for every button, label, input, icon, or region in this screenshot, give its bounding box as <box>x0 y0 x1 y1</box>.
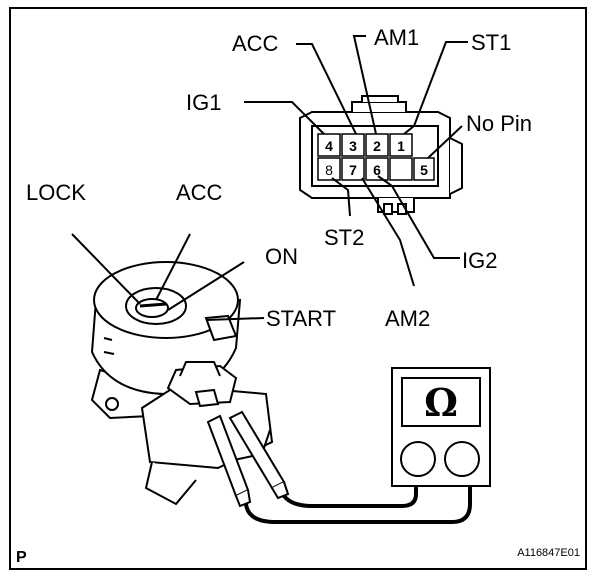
pin-7: 7 <box>349 162 357 178</box>
ohmmeter <box>391 367 491 487</box>
pin-1: 1 <box>397 138 405 154</box>
label-on: ON <box>265 244 298 269</box>
label-am1: AM1 <box>374 25 419 50</box>
label-st2: ST2 <box>324 225 364 250</box>
label-acc-connector: ACC <box>232 31 279 56</box>
pin-8: 8 <box>325 162 333 178</box>
connector-leaders <box>244 35 468 287</box>
label-am2: AM2 <box>385 306 430 331</box>
label-ig1: IG1 <box>186 90 221 115</box>
ignition-switch <box>90 261 242 420</box>
pin-4: 4 <box>325 138 333 154</box>
pin-grid <box>317 133 435 181</box>
label-acc-switch: ACC <box>176 180 223 205</box>
pin-6: 6 <box>373 162 381 178</box>
ohm-symbol: Ω <box>424 380 458 425</box>
label-st1: ST1 <box>471 30 511 55</box>
label-start: START <box>266 306 336 331</box>
test-probes <box>206 410 290 508</box>
label-no-pin: No Pin <box>466 111 532 136</box>
corner-mark: P <box>16 549 27 566</box>
pin-3: 3 <box>349 138 357 154</box>
label-lock: LOCK <box>26 180 86 205</box>
pin-2: 2 <box>373 138 381 154</box>
switch-leaders <box>71 233 265 321</box>
meter-leads <box>244 484 472 524</box>
pin-5: 5 <box>420 162 428 178</box>
figure-code: A116847E01 <box>517 547 580 559</box>
label-ig2: IG2 <box>462 248 497 273</box>
harness-plug <box>140 361 274 506</box>
